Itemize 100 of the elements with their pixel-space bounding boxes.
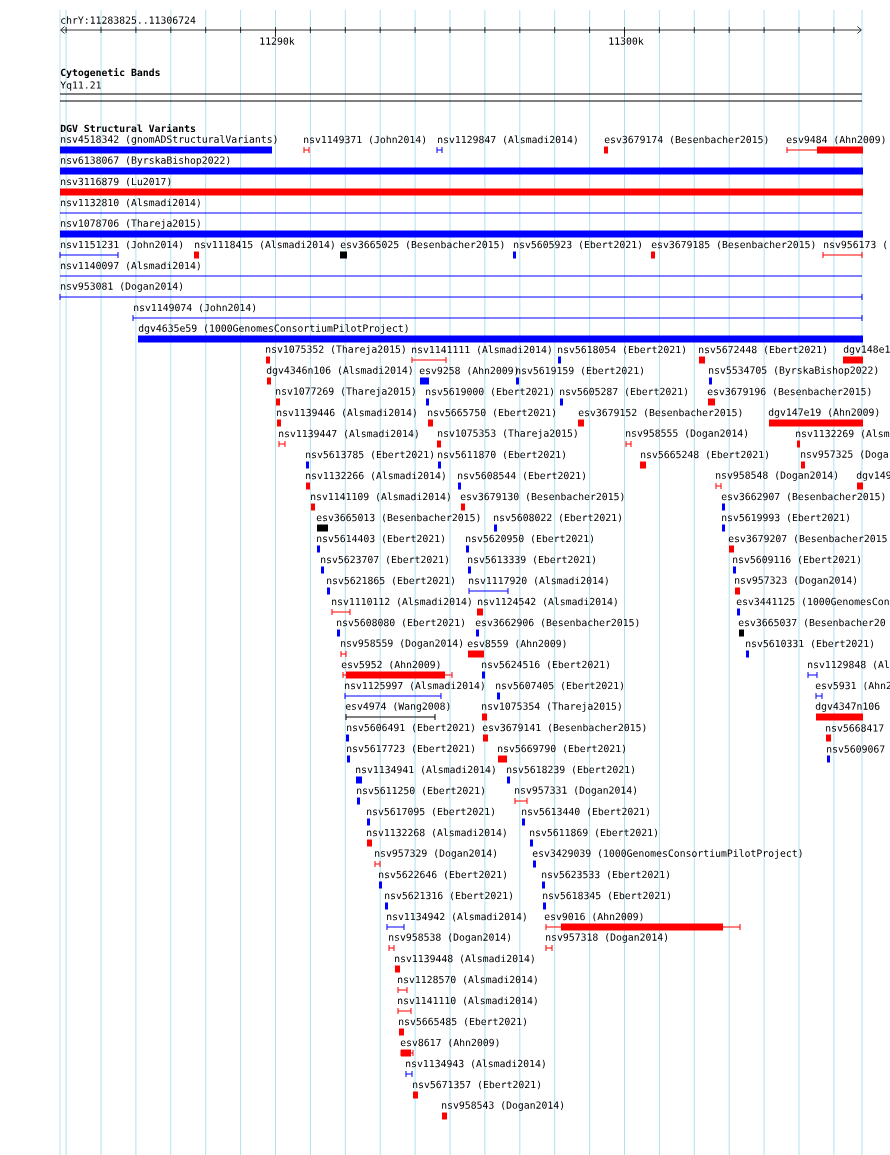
variant-label: nsv953081 (Dogan2014)	[61, 282, 183, 292]
variant-label: nsv1078706 (Thareja2015)	[61, 219, 200, 229]
variant-label: nsv1129848 (Al	[808, 660, 889, 670]
variant-label: nsv5621316 (Ebert2021)	[385, 891, 512, 901]
variant-label: esv3679207 (Besenbacher2015	[728, 534, 887, 544]
variant-label: nsv5668417	[826, 724, 884, 732]
variant-label: nsv1075353 (Thareja2015)	[438, 429, 577, 439]
variant-label: nsv1129847 (Alsmadi2014)	[438, 135, 577, 145]
variant-label: dgv149	[856, 471, 890, 481]
variant-label: nsv1132266 (Alsmadi2014)	[306, 471, 445, 481]
scale-label: 11300k	[609, 37, 644, 45]
track-heading: Cytogenetic Bands	[60, 68, 160, 78]
variant-label: nsv5617095 (Ebert2021)	[367, 807, 494, 817]
scale-label: chrY:11283825..11306724	[61, 16, 196, 24]
variant-label: esv9484 (Ahn2009)	[786, 135, 885, 145]
variant-label: nsv1139447 (Alsmadi2014)	[279, 429, 418, 439]
variant-label: nsv5669790 (Ebert2021)	[498, 744, 625, 754]
variant-label: nsv4518342 (gnomADStructuralVariants)	[61, 135, 277, 145]
variant-label: nsv5619000 (Ebert2021)	[426, 387, 553, 397]
variant-label: nsv5623707 (Ebert2021)	[321, 555, 448, 565]
variant-label: nsv1140097 (Alsmadi2014)	[61, 261, 200, 271]
variant-label: nsv1134942 (Alsmadi2014)	[387, 912, 526, 922]
variant-label: nsv5619159 (Ebert2021)	[516, 366, 643, 376]
variant-label: nsv1132269 (Alsm	[796, 429, 890, 439]
variant-label: dgv4635e59 (1000GenomesConsortiumPilotProject)	[138, 324, 408, 334]
variant-label: nsv5672448 (Ebert2021)	[699, 345, 826, 355]
variant-label: nsv5665485 (Ebert2021)	[399, 1017, 526, 1027]
variant-label: esv3679152 (Besenbacher2015)	[578, 408, 742, 418]
variant-label: nsv5534705 (ByrskaBishop2022)	[709, 366, 878, 376]
variant-label: nsv5619993 (Ebert2021)	[722, 513, 849, 523]
variant-label: nsv5607405 (Ebert2021)	[496, 681, 623, 691]
variant-label: dgv148e1	[843, 345, 890, 355]
variant-label: nsv1077269 (Thareja2015)	[276, 387, 415, 397]
variant-label: nsv5665248 (Ebert2021)	[641, 450, 768, 460]
variant-label: nsv1124542 (Alsmadi2014)	[478, 597, 617, 607]
variant-label: nsv6138067 (ByrskaBishop2022)	[61, 156, 230, 166]
variant-label: nsv956173 (	[824, 240, 887, 250]
variant-label: nsv1149074 (John2014)	[134, 303, 256, 313]
variant-label: esv3665037 (Besenbacher20	[738, 618, 886, 628]
variant-label: nsv5623533 (Ebert2021)	[542, 870, 669, 880]
variant-label: dgv4347n106	[815, 702, 880, 712]
variant-label: nsv1125997 (Alsmadi2014)	[345, 681, 484, 691]
variant-label: nsv1118415 (Alsmadi2014)	[195, 240, 334, 250]
variant-label: esv9258 (Ahn2009)	[419, 366, 518, 376]
variant-label: nsv1134943 (Alsmadi2014)	[406, 1059, 545, 1069]
variant-label: nsv5613440 (Ebert2021)	[522, 807, 649, 817]
scale-label: 11290k	[260, 37, 295, 45]
variant-label: nsv5610331 (Ebert2021)	[746, 639, 873, 649]
variant-label: esv8617 (Ahn2009)	[400, 1038, 499, 1048]
variant-label: nsv1139448 (Alsmadi2014)	[395, 954, 534, 964]
variant-label: nsv5611870 (Ebert2021)	[438, 450, 565, 460]
variant-label: esv4974 (Wang2008)	[345, 702, 450, 712]
variant-label: nsv5613785 (Ebert2021)	[306, 450, 433, 460]
variant-label: nsv957325 (Doga	[801, 450, 888, 460]
variant-label: dgv4346n106 (Alsmadi2014)	[266, 366, 412, 376]
variant-label: nsv957318 (Dogan2014)	[546, 933, 668, 943]
variant-label: nsv957323 (Dogan2014)	[735, 576, 857, 586]
variant-label: nsv1141109 (Alsmadi2014)	[311, 492, 450, 502]
variant-label: nsv5614403 (Ebert2021)	[317, 534, 444, 544]
variant-label: esv3679174 (Besenbacher2015)	[604, 135, 768, 145]
variant-label: esv3665013 (Besenbacher2015)	[316, 513, 480, 523]
variant-label: nsv5606491 (Ebert2021)	[347, 723, 474, 733]
variant-label: nsv1128570 (Alsmadi2014)	[398, 975, 537, 985]
variant-label: nsv958555 (Dogan2014)	[626, 429, 748, 439]
variant-label: nsv1110112 (Alsmadi2014)	[332, 597, 471, 607]
variant-label: nsv1117920 (Alsmadi2014)	[469, 576, 608, 586]
variant-label: nsv1132810 (Alsmadi2014)	[61, 198, 200, 208]
variant-label: nsv1139446 (Alsmadi2014)	[277, 408, 416, 418]
variant-label: nsv5605287 (Ebert2021)	[560, 387, 687, 397]
variant-label: nsv5608022 (Ebert2021)	[494, 513, 621, 523]
variant-label: nsv5671357 (Ebert2021)	[413, 1080, 540, 1090]
variant-label: esv8559 (Ahn2009)	[467, 639, 566, 649]
variant-label: esv3665025 (Besenbacher2015)	[340, 240, 504, 250]
band-label: Yq11.21	[60, 81, 101, 91]
variant-label: dgv147e19 (Ahn2009)	[768, 408, 879, 418]
variant-label: nsv958538 (Dogan2014)	[389, 933, 511, 943]
variant-label: nsv5613339 (Ebert2021)	[468, 555, 595, 565]
variant-label: nsv5618239 (Ebert2021)	[507, 765, 634, 775]
variant-label: nsv5611869 (Ebert2021)	[530, 828, 657, 838]
variant-label: nsv5609116 (Ebert2021)	[733, 555, 860, 565]
variant-label: nsv1151231 (John2014)	[61, 240, 183, 250]
variant-label: nsv1075352 (Thareja2015)	[266, 345, 405, 355]
variant-label: esv5952 (Ahn2009)	[341, 660, 440, 670]
variant-label: nsv957331 (Dogan2014)	[515, 786, 637, 796]
variant-label: nsv5618345 (Ebert2021)	[543, 891, 670, 901]
variant-label: nsv5617723 (Ebert2021)	[347, 744, 474, 754]
track-heading: DGV Structural Variants	[60, 123, 196, 133]
variant-label: nsv957329 (Dogan2014)	[375, 849, 497, 859]
variant-label: esv3662907 (Besenbacher2015)	[721, 492, 885, 502]
variant-label: nsv1141110 (Alsmadi2014)	[398, 996, 537, 1006]
variant-label: nsv1075354 (Thareja2015)	[482, 702, 621, 712]
variant-label: esv3679141 (Besenbacher2015)	[482, 723, 646, 733]
variant-label: nsv1132268 (Alsmadi2014)	[367, 828, 506, 838]
variant-label: esv3679185 (Besenbacher2015)	[651, 240, 815, 250]
variant-label: esv3429039 (1000GenomesConsortiumPilotProject)	[532, 849, 802, 859]
variant-label: nsv5609067	[827, 745, 885, 753]
variant-label: nsv958543 (Dogan2014)	[442, 1101, 564, 1111]
variant-label: nsv5611250 (Ebert2021)	[357, 786, 484, 796]
variant-label: esv3662906 (Besenbacher2015)	[475, 618, 639, 628]
variant-label: esv3441125 (1000GenomesCon	[736, 597, 889, 607]
